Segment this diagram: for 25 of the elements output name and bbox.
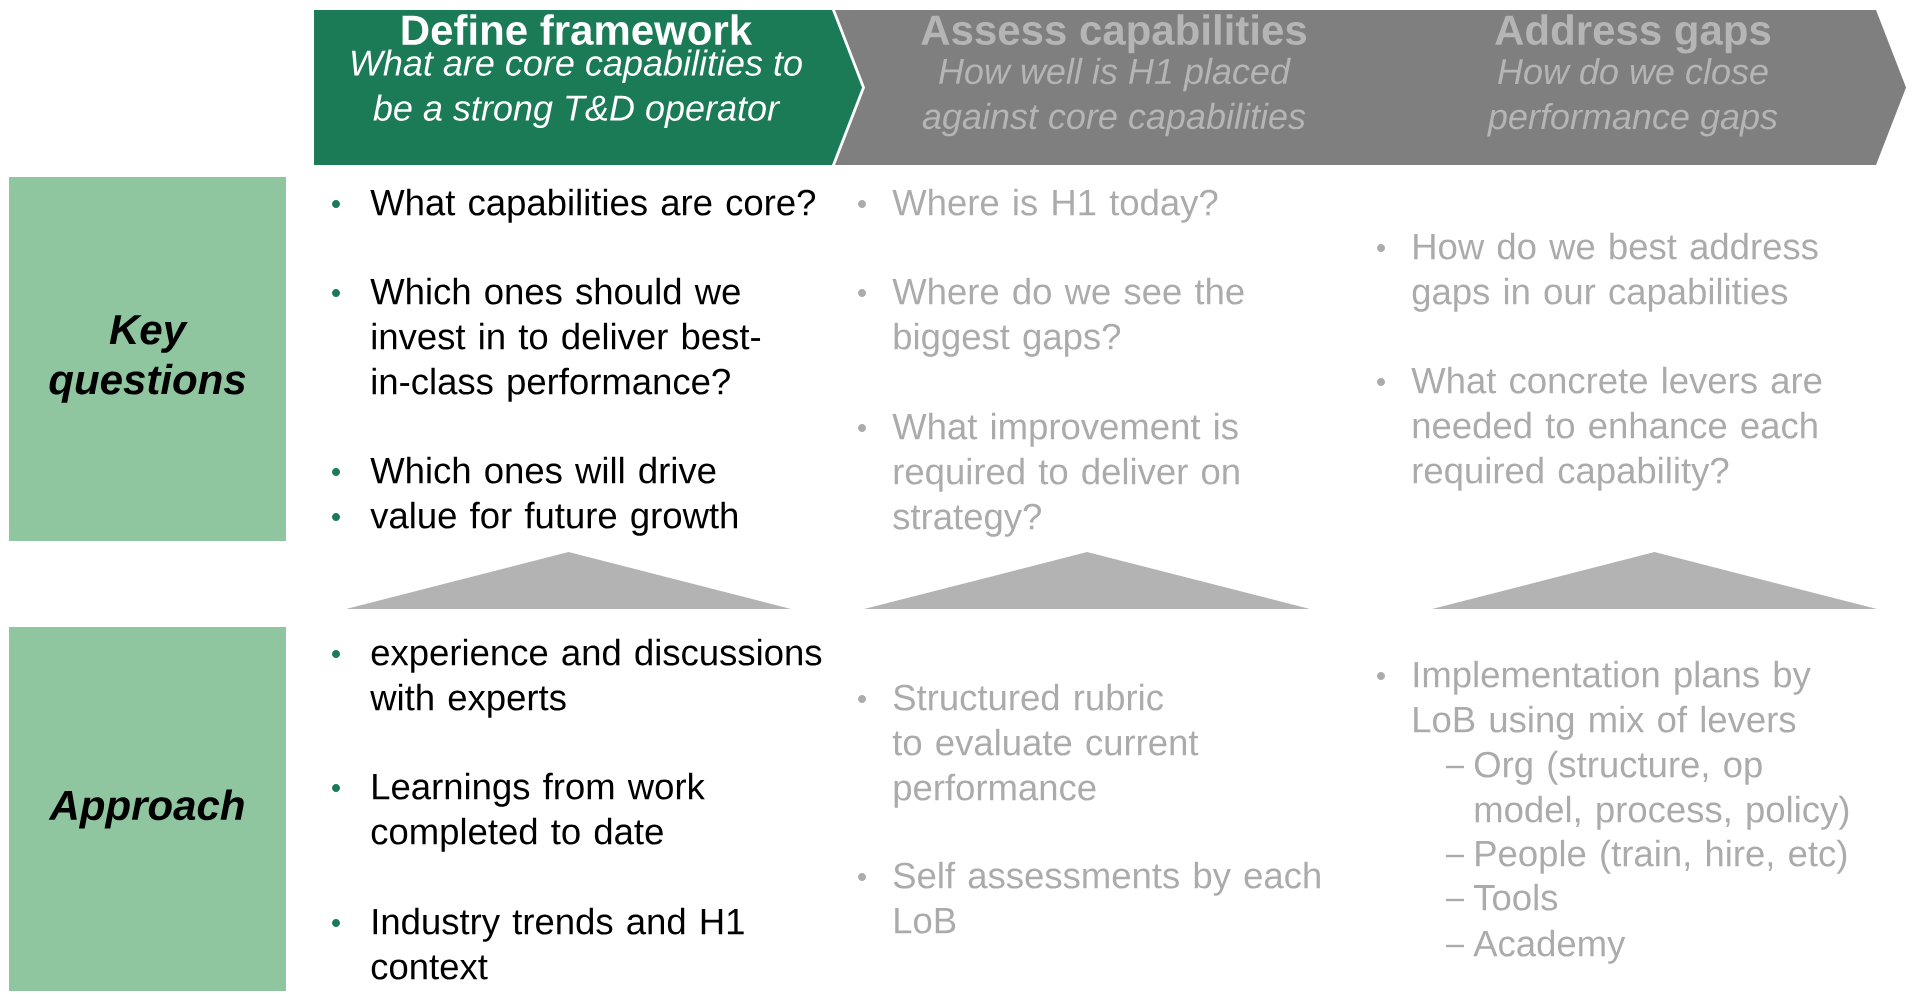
bullet-text: Tools [1474,883,1558,911]
bullet-text: Which ones should we invest in to deliver best-in-class performance? [370,277,761,402]
bullet-text: Where is H1 today? [892,188,1218,223]
bullet-text: Structured rubric to evaluate current performance [892,683,1199,808]
bullet-text: Academy [1473,929,1626,964]
bullet-text: Industry trends and H1 context [371,907,744,980]
bullet-text: What concrete levers are needed to enhance each required capability? [1411,366,1822,491]
bullet-text: What improvement is required to deliver on strategy? [892,412,1239,537]
bullet-text: Self assessments by each LoB [893,861,1320,934]
row-label-box: Key questions [9,177,286,541]
bullet-text: Which ones will drive [370,456,716,484]
bullet-text: Implementation plans by LoB using mix of levers [1414,660,1811,740]
bullet-text: What capabilities are core? [370,188,816,223]
bullet-text: How do we best address gaps in our capabilities [1412,232,1818,312]
row-label-box: Approach [9,627,286,991]
bullet-text: value for future growth [370,501,737,536]
bullet-text: People (train, hire, etc) [1476,839,1847,874]
bullet-text: Learnings from work completed to date [371,772,705,852]
triangle-divider [1432,552,1877,609]
triangle-divider [864,552,1310,609]
chevron-header: Define framework What are core capabilities to be a strong T&D operator [314,10,862,165]
bullet-text: Org (structure, op model, process, policy) [1474,750,1849,830]
triangle-divider [346,552,791,609]
bullet-text: Where do we see the biggest gaps? [892,277,1244,357]
bullet-text: experience and discussions with experts [370,638,822,718]
